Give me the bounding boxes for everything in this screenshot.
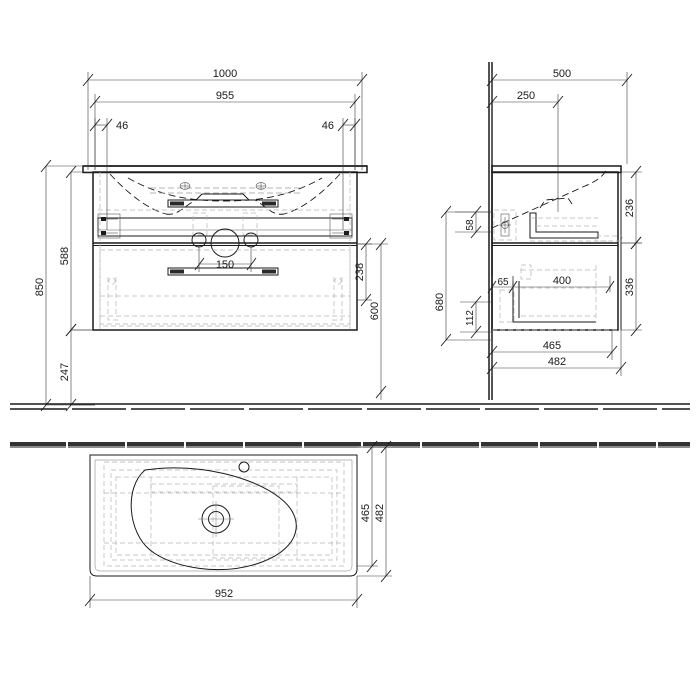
side-wall-fixing-symbol xyxy=(493,209,517,241)
dim-label-46-right: 46 xyxy=(322,120,334,132)
side-bottom-drawer-internals xyxy=(499,264,597,323)
side-top-drawer-internals xyxy=(529,212,623,242)
plan-wall-band xyxy=(10,440,690,448)
plan-drain xyxy=(198,501,234,537)
front-basin-hidden-outline xyxy=(109,173,341,215)
plan-dimension-group: 952 465 482 xyxy=(84,440,392,608)
plan-cabinet-hidden xyxy=(103,461,345,567)
dim-label-400: 400 xyxy=(553,275,571,287)
dim-label-58: 58 xyxy=(465,219,476,231)
front-elevation-view xyxy=(82,165,368,331)
plan-basin-bowl xyxy=(130,467,297,571)
dim-label-955: 955 xyxy=(216,90,234,102)
dim-46-right: 46 xyxy=(322,118,361,230)
dim-label-500: 500 xyxy=(553,68,571,80)
dim-46-left: 46 xyxy=(89,118,128,230)
dim-label-247: 247 xyxy=(59,363,71,381)
dim-150: 150 xyxy=(194,246,257,272)
dim-482-side: 482 xyxy=(486,330,627,376)
dim-label-588: 588 xyxy=(59,247,71,265)
front-dimension-group: 1000 955 46 46 xyxy=(34,68,388,412)
dim-label-112: 112 xyxy=(465,310,476,326)
dim-112: 112 xyxy=(460,295,492,339)
dim-label-465-plan: 465 xyxy=(360,504,372,522)
dim-336: 336 xyxy=(621,236,642,337)
dim-label-680: 680 xyxy=(434,293,446,311)
dim-247: 247 xyxy=(59,323,95,412)
front-upper-rail xyxy=(167,193,279,208)
dim-680: 680 xyxy=(434,205,492,347)
side-dimension-group: 500 250 236 336 xyxy=(434,68,642,376)
dim-label-236: 236 xyxy=(624,199,636,217)
dim-482-plan: 482 xyxy=(357,440,392,583)
dim-label-600: 600 xyxy=(369,302,381,320)
dim-label-482-plan: 482 xyxy=(374,504,386,522)
dim-label-336: 336 xyxy=(624,278,636,296)
fixing-symbol-left xyxy=(179,182,191,190)
dim-label-1000: 1000 xyxy=(213,68,237,80)
dim-label-465-side: 465 xyxy=(543,340,561,352)
side-basin-profile xyxy=(491,169,607,229)
dim-1000: 1000 xyxy=(82,68,368,170)
dim-label-238: 238 xyxy=(354,263,366,281)
dim-label-482-side: 482 xyxy=(548,356,566,368)
dim-250: 250 xyxy=(486,90,564,212)
dim-label-46-left: 46 xyxy=(116,120,128,132)
elevation-ground-line xyxy=(10,403,690,410)
dim-label-952: 952 xyxy=(215,588,233,600)
dim-600: 600 xyxy=(357,237,388,400)
dim-label-250: 250 xyxy=(517,90,535,102)
plan-tap-hole xyxy=(238,461,250,473)
front-top-drawer-internals xyxy=(97,209,353,239)
dim-label-65: 65 xyxy=(497,277,509,288)
dim-952: 952 xyxy=(84,576,363,608)
dim-label-850: 850 xyxy=(34,278,46,296)
front-cabinet-outline xyxy=(82,165,368,331)
plan-basin-top-outline xyxy=(89,454,358,577)
dim-465-side: 465 xyxy=(486,330,618,360)
plan-view xyxy=(10,440,690,577)
dim-label-150: 150 xyxy=(216,259,234,271)
front-basin-fixing-symbols xyxy=(179,182,267,190)
dim-400: 400 xyxy=(512,275,615,294)
fixing-symbol-right xyxy=(255,182,267,190)
front-lower-rail xyxy=(167,267,279,276)
